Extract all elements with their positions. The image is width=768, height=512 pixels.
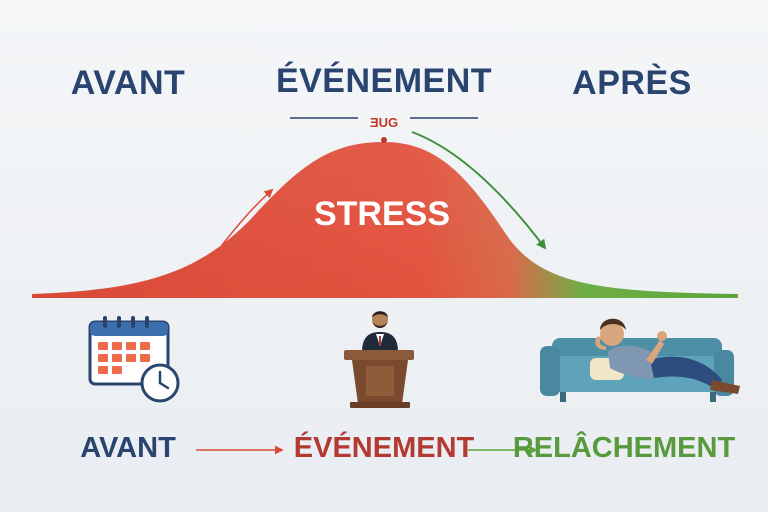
descending-arrow: [411, 131, 547, 250]
rising-arrow: [221, 188, 274, 246]
footer-event-label: ÉVÉNEMENT: [293, 432, 475, 464]
header-event-label: ÉVÉNEMENT: [275, 62, 493, 100]
relaxing-person-sofa-icon: [540, 318, 740, 402]
header-after-label: APRÈS: [572, 64, 692, 102]
footer-relief-label: RELÂCHEMENT: [512, 432, 736, 464]
peak-marker: [381, 137, 387, 143]
calendar-clock-icon: [88, 316, 180, 403]
stress-label: STRESS: [314, 195, 450, 233]
peak-tag: ƎUG: [370, 115, 398, 130]
footer-before-label: AVANT: [80, 432, 176, 464]
header-before-label: AVANT: [70, 64, 186, 102]
speaker-podium-icon: [344, 311, 414, 408]
